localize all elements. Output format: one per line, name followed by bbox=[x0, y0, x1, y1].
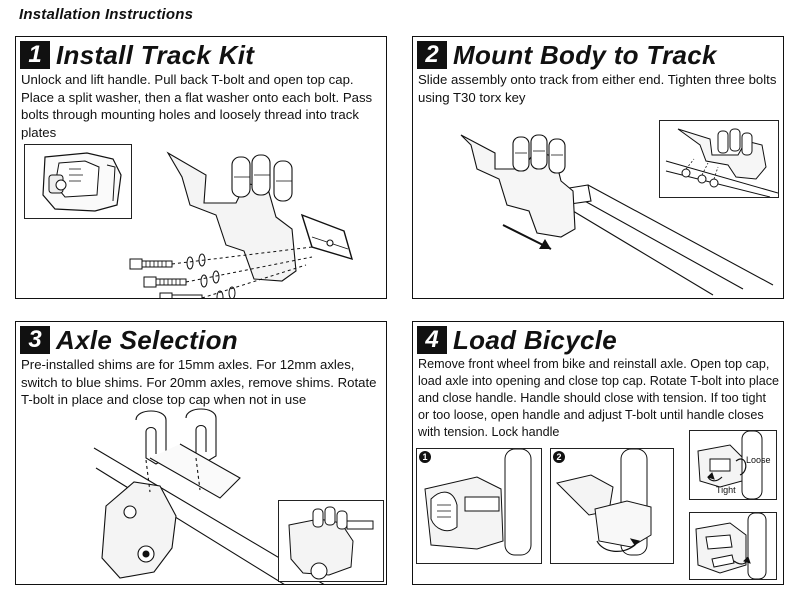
arrow-icon bbox=[502, 224, 552, 250]
loose-label: Loose bbox=[746, 455, 771, 465]
step-1-text: Unlock and lift handle. Pull back T-bolt… bbox=[21, 72, 373, 140]
bolt-icon bbox=[681, 168, 719, 188]
step-1-panel: 1 Install Track Kit Unlock and lift hand… bbox=[15, 36, 387, 299]
step-2-panel: 2 Mount Body to Track Slide assembly ont… bbox=[412, 36, 784, 299]
step-3-number: 3 bbox=[20, 326, 50, 354]
wheel-fork-icon bbox=[424, 449, 532, 556]
step-3-text: Pre-installed shims are for 15mm axles. … bbox=[21, 357, 377, 407]
step-3-title: Axle Selection bbox=[56, 325, 238, 355]
mount-body-drawing bbox=[460, 134, 774, 296]
page-header: Installation Instructions bbox=[19, 6, 194, 23]
step-4-panel: 4 Load Bicycle Remove front wheel from b… bbox=[412, 321, 784, 585]
wheel-fork-closed-icon bbox=[556, 449, 652, 556]
tight-label: Tight bbox=[716, 485, 736, 495]
step-3-shim-drawing bbox=[93, 408, 325, 584]
step-4-inset-lock bbox=[689, 512, 777, 580]
tbolt-detail-icon bbox=[288, 506, 374, 580]
step-4-badge-2: 2 bbox=[553, 451, 565, 463]
step-3-panel: 3 Axle Selection Pre-installed shims are… bbox=[15, 321, 387, 585]
step-4-number: 4 bbox=[417, 326, 447, 354]
step-1-inset-handle bbox=[24, 144, 132, 219]
step-2-title: Mount Body to Track bbox=[453, 40, 717, 70]
step-4-inset-1: 1 bbox=[416, 448, 542, 564]
step-1-title: Install Track Kit bbox=[56, 40, 255, 70]
step-2-text: Slide assembly onto track from either en… bbox=[418, 72, 777, 105]
step-2-number: 2 bbox=[417, 41, 447, 69]
step-3-inset-tbolt bbox=[278, 500, 384, 582]
tbolt-adjust-icon: Loose Tight bbox=[697, 431, 771, 499]
torx-bolt-detail-icon bbox=[665, 128, 778, 197]
step-4-badge-1: 1 bbox=[419, 451, 431, 463]
lock-handle-icon bbox=[695, 513, 767, 579]
step-1-number: 1 bbox=[20, 41, 50, 69]
step-1-assembly-drawing bbox=[129, 151, 354, 298]
washer-icon bbox=[186, 253, 236, 298]
step-4-text: Remove front wheel from bike and reinsta… bbox=[418, 357, 780, 439]
step-4-title: Load Bicycle bbox=[453, 325, 617, 355]
step-4-inset-2: 2 bbox=[550, 448, 674, 564]
handle-detail-icon bbox=[42, 152, 122, 212]
step-4-inset-adjust: Loose Tight bbox=[689, 430, 777, 500]
step-2-inset-bolts bbox=[659, 120, 779, 198]
